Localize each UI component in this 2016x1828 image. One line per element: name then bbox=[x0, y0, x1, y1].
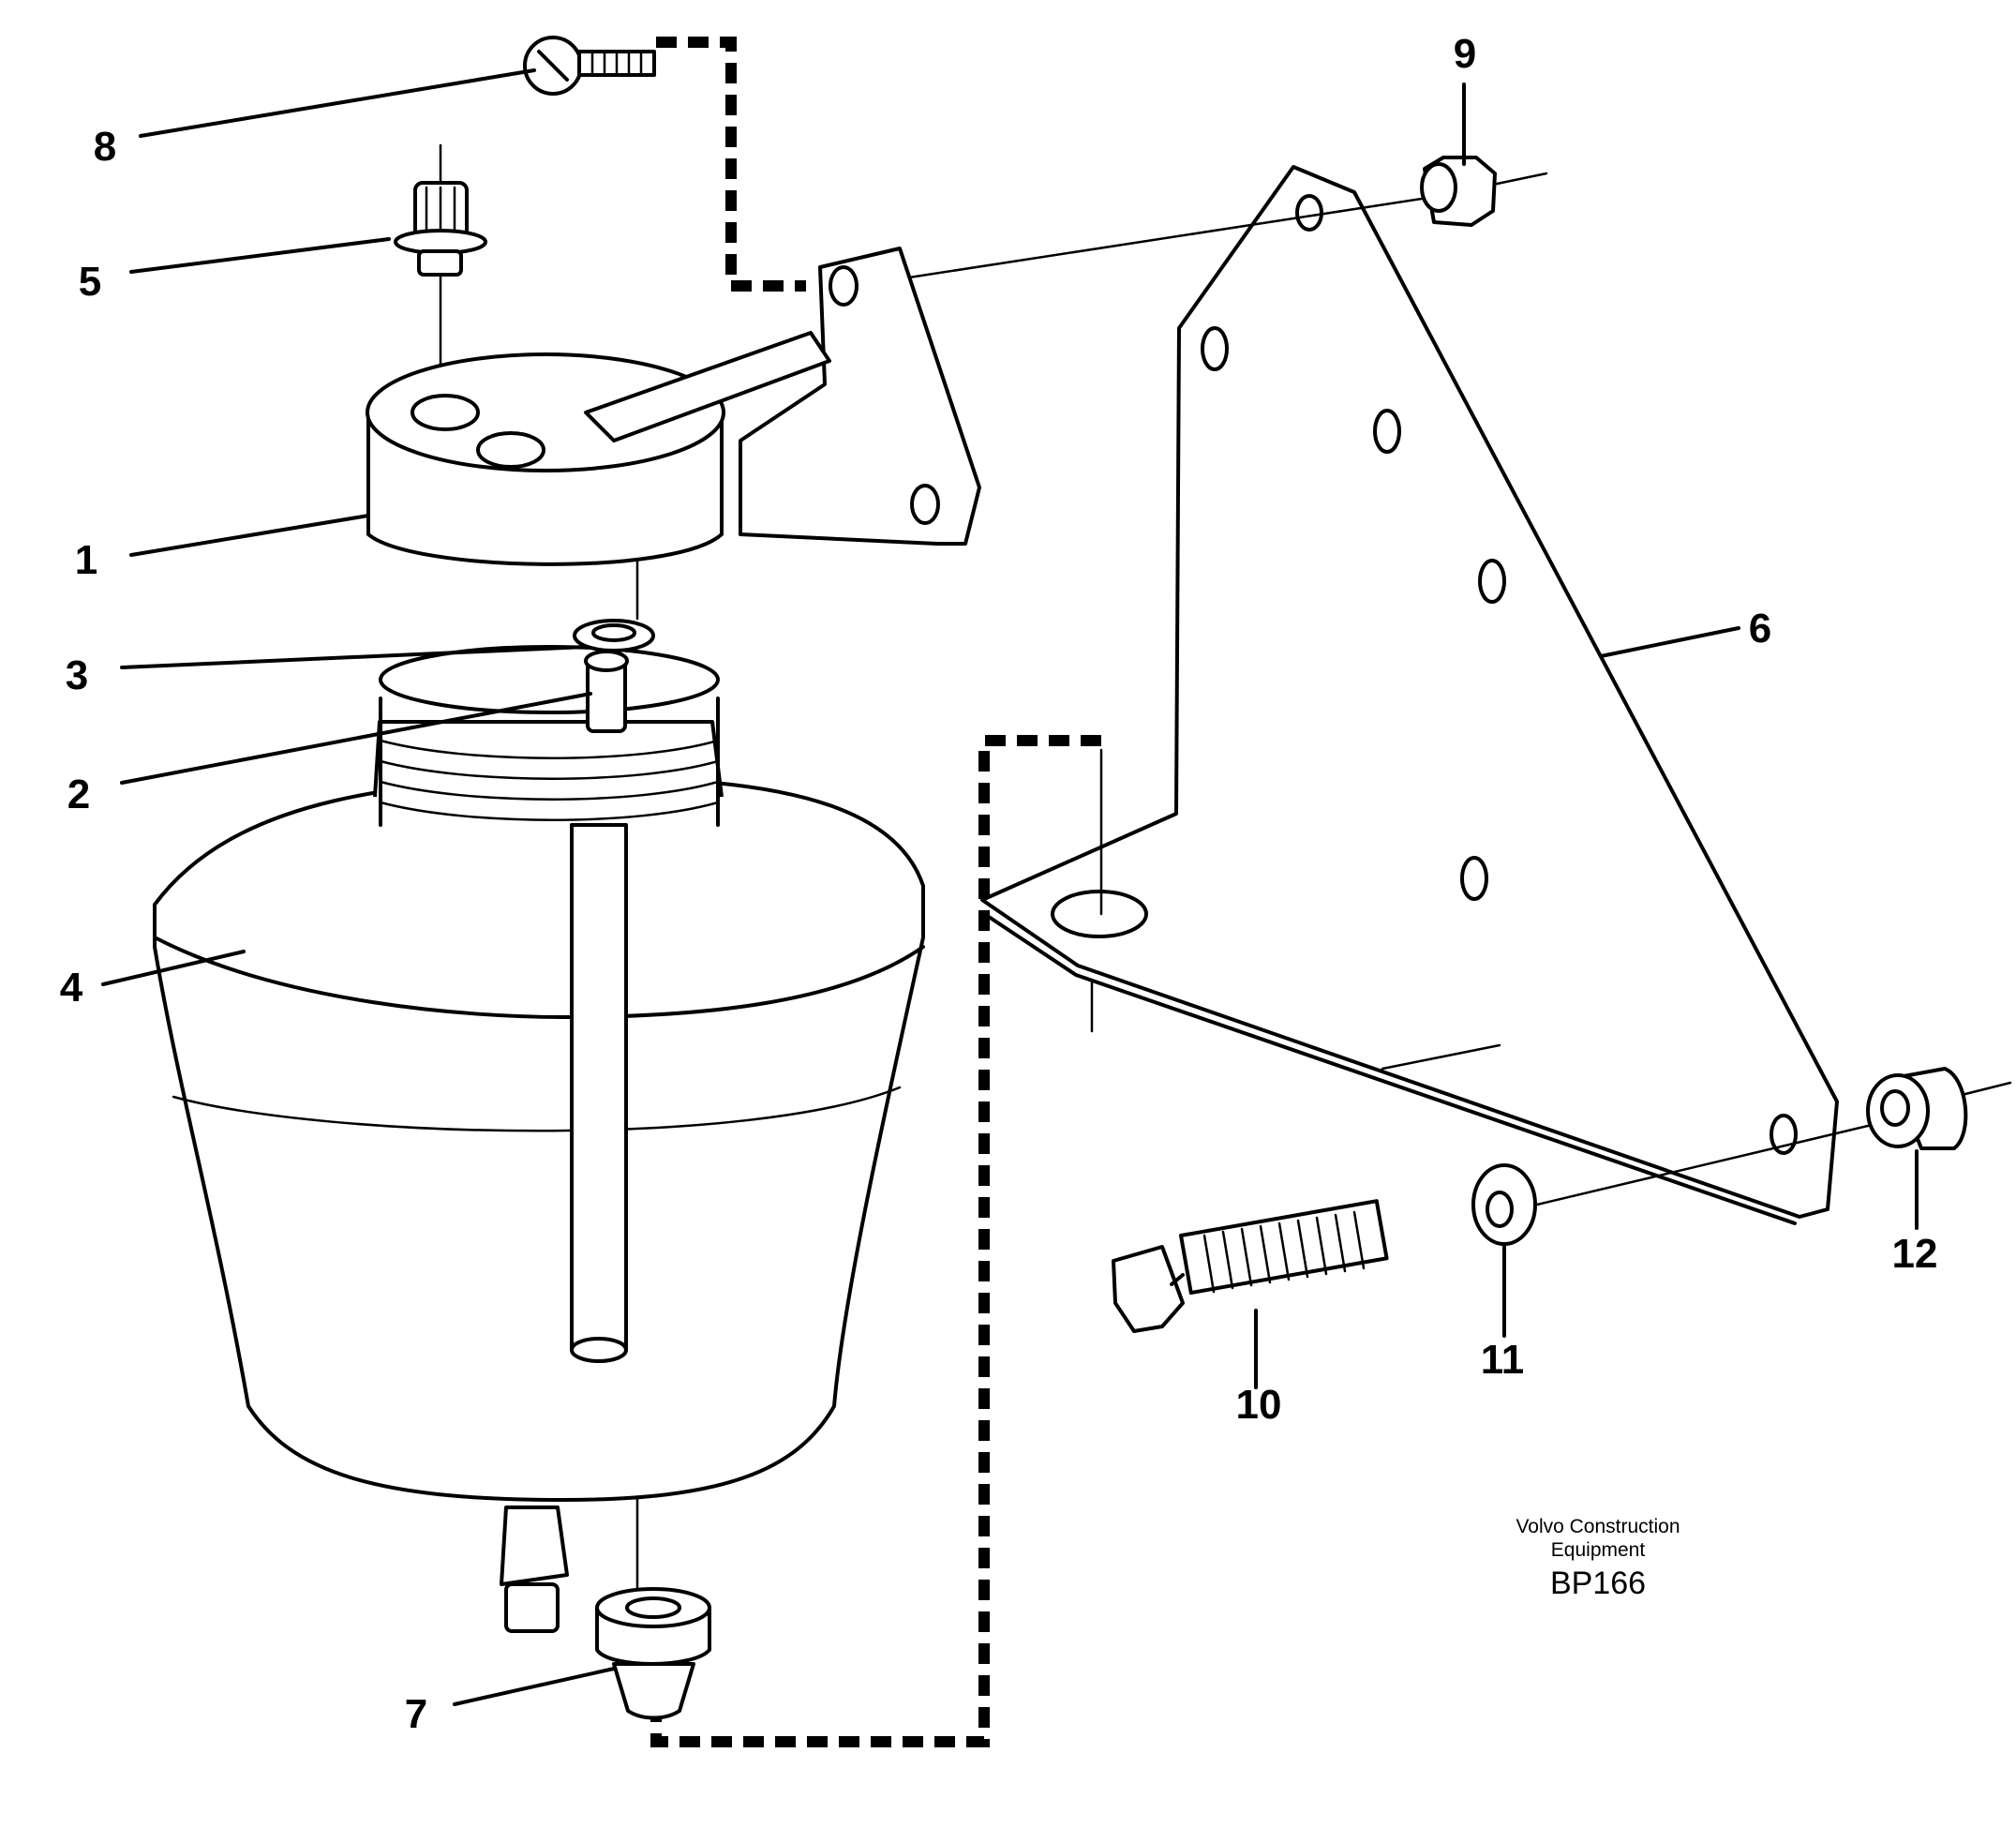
callout-9: 9 bbox=[1454, 31, 1476, 77]
callout-2: 2 bbox=[67, 772, 90, 817]
callout-10: 10 bbox=[1236, 1382, 1282, 1428]
seal-ring bbox=[573, 619, 655, 652]
reservoir-tank bbox=[153, 645, 925, 1633]
leader-lines bbox=[101, 68, 1919, 1706]
callout-1: 1 bbox=[75, 537, 97, 583]
callout-11: 11 bbox=[1481, 1337, 1525, 1383]
valve bbox=[584, 650, 629, 733]
screw bbox=[523, 36, 656, 96]
callout-3: 3 bbox=[66, 652, 88, 698]
washer bbox=[1471, 1163, 1537, 1246]
caption-line-1: Volvo Construction bbox=[1516, 1516, 1680, 1537]
callout-labels: 1 2 3 4 5 6 7 8 9 10 11 12 bbox=[60, 31, 1938, 1737]
callout-5: 5 bbox=[79, 259, 101, 305]
callout-6: 6 bbox=[1749, 606, 1771, 652]
filler-plug bbox=[394, 181, 487, 277]
nut bbox=[1420, 156, 1497, 227]
callout-12: 12 bbox=[1892, 1231, 1938, 1277]
callout-7: 7 bbox=[405, 1691, 427, 1737]
callout-4: 4 bbox=[60, 965, 83, 1011]
reservoir-cap-bracket bbox=[366, 247, 981, 566]
caption: Volvo Construction Equipment BP166 bbox=[1516, 1516, 1680, 1601]
caption-line-2: Equipment bbox=[1551, 1539, 1646, 1561]
drawing-code: BP166 bbox=[1550, 1566, 1646, 1601]
spacer bbox=[1866, 1067, 1968, 1150]
callout-8: 8 bbox=[94, 124, 116, 170]
mounting-bracket bbox=[980, 165, 1839, 1225]
grommet bbox=[595, 1587, 711, 1720]
bolt bbox=[1112, 1199, 1389, 1333]
